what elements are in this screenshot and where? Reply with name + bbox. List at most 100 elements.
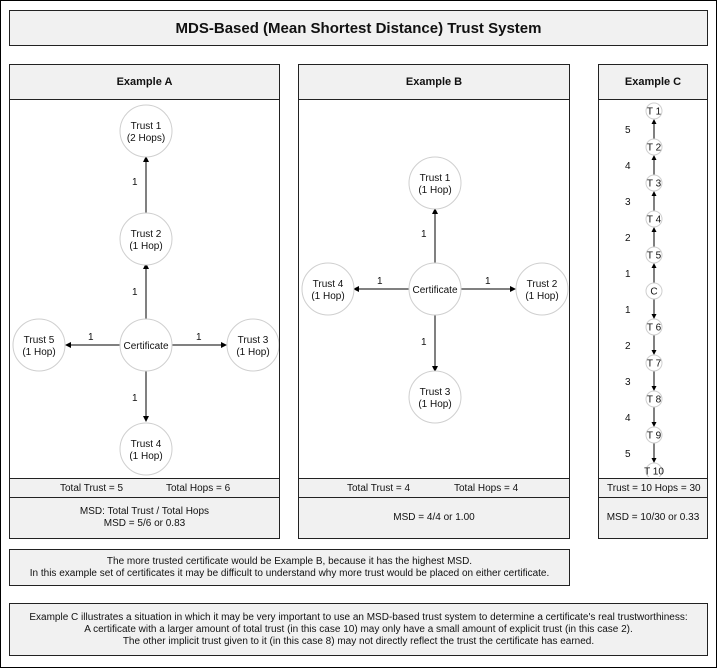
example-c-msd: MSD = 10/30 or 0.33 (599, 497, 707, 538)
svg-text:Certificate: Certificate (123, 341, 168, 352)
svg-text:Trust 4: Trust 4 (131, 439, 162, 450)
example-c-stats: Trust = 10 Hops = 30 (599, 478, 707, 498)
node-c-t2: T 2 (645, 138, 663, 156)
node-a-certificate: Certificate (119, 318, 173, 372)
explanation-line-2: A certificate with a larger amount of to… (84, 623, 633, 635)
weight-c-7: 3 (625, 377, 631, 388)
svg-text:T 5: T 5 (647, 251, 662, 262)
weight-c-9: 5 (625, 449, 631, 460)
node-a-trust2: Trust 2 (1 Hop) (119, 212, 173, 266)
weight-b-c-t2: 1 (485, 276, 491, 287)
example-a-diagram: 1 1 1 1 1 Trust 1 (2 Hops) Trust 2 (1 Ho… (12, 104, 279, 476)
node-a-trust4: Trust 4 (1 Hop) (119, 422, 173, 476)
node-c-t10: T 10 (644, 462, 664, 478)
example-a-stats: Total Trust = 5 Total Hops = 6 (10, 478, 279, 498)
node-c-t4: T 4 (645, 210, 663, 228)
svg-text:Certificate: Certificate (412, 285, 457, 296)
weight-c-4: 1 (625, 269, 631, 280)
svg-text:T 10: T 10 (644, 467, 664, 478)
weight-b-c-t4: 1 (377, 276, 383, 287)
svg-text:T 3: T 3 (647, 179, 662, 190)
node-b-certificate: Certificate (408, 262, 462, 316)
svg-text:T 8: T 8 (647, 395, 662, 406)
weight-a-c-t5: 1 (88, 332, 94, 343)
example-b-header: Example B (299, 65, 569, 100)
node-b-trust3: Trust 3 (1 Hop) (408, 370, 462, 424)
svg-text:(1 Hop): (1 Hop) (236, 347, 269, 358)
node-a-trust3: Trust 3 (1 Hop) (226, 318, 279, 372)
conclusion-line-1: The more trusted certificate would be Ex… (106, 555, 473, 567)
node-c-t8: T 8 (645, 390, 663, 408)
example-a-msd-value: MSD = 5/6 or 0.83 (103, 518, 186, 529)
example-c-header: Example C (599, 65, 707, 100)
weight-b-c-t3: 1 (421, 337, 427, 348)
explanation-line-3: The other implicit trust given to it (in… (122, 635, 595, 647)
svg-text:(1 Hop): (1 Hop) (525, 291, 558, 302)
node-c-t5: T 5 (645, 246, 663, 264)
example-b-diagram: 1 1 1 1 Trust 1 (1 Hop) Certificate Trus… (301, 156, 569, 424)
svg-text:T 2: T 2 (647, 143, 662, 154)
svg-text:Trust 3: Trust 3 (420, 387, 451, 398)
example-b-msd: MSD = 4/4 or 1.00 (299, 497, 569, 538)
weight-c-3: 2 (625, 233, 631, 244)
node-c-t9: T 9 (645, 426, 663, 444)
node-a-trust1: Trust 1 (2 Hops) (119, 104, 173, 158)
node-c-t7: T 7 (645, 354, 663, 372)
example-c-msd-value: MSD = 10/30 or 0.33 (606, 512, 700, 523)
example-b-msd-value: MSD = 4/4 or 1.00 (393, 512, 475, 523)
svg-text:(1 Hop): (1 Hop) (129, 241, 162, 252)
explanation-line-1: Example C illustrates a situation in whi… (29, 611, 688, 623)
svg-text:(2 Hops): (2 Hops) (127, 133, 165, 144)
svg-text:Trust 5: Trust 5 (24, 335, 55, 346)
example-a-header: Example A (10, 65, 279, 100)
example-a-msd: MSD: Total Trust / Total Hops MSD = 5/6 … (10, 497, 279, 538)
svg-text:T 6: T 6 (647, 323, 662, 334)
svg-text:T 1: T 1 (647, 107, 662, 118)
svg-text:Trust 2: Trust 2 (527, 279, 558, 290)
example-a-total-hops: Total Hops = 6 (166, 483, 231, 494)
conclusion-note: The more trusted certificate would be Ex… (9, 549, 570, 586)
svg-text:T 7: T 7 (647, 359, 662, 370)
conclusion-line-2: In this example set of certificates it m… (29, 567, 550, 579)
weight-c-2: 3 (625, 197, 631, 208)
weight-b-c-t1: 1 (421, 229, 427, 240)
node-a-trust5: Trust 5 (1 Hop) (12, 318, 66, 372)
example-b-stats: Total Trust = 4 Total Hops = 4 (299, 478, 569, 498)
svg-text:(1 Hop): (1 Hop) (311, 291, 344, 302)
weight-a-c-t3: 1 (196, 332, 202, 343)
weight-a-c-t4: 1 (132, 393, 138, 404)
svg-text:(1 Hop): (1 Hop) (22, 347, 55, 358)
page-title: MDS-Based (Mean Shortest Distance) Trust… (9, 10, 708, 46)
page-title-text: MDS-Based (Mean Shortest Distance) Trust… (175, 19, 542, 37)
example-a-total-trust: Total Trust = 5 (60, 483, 124, 494)
example-b-total-trust: Total Trust = 4 (347, 483, 411, 494)
weight-c-6: 2 (625, 341, 631, 352)
svg-text:T 4: T 4 (647, 215, 662, 226)
weight-c-5: 1 (625, 305, 631, 316)
example-c-stat-text: Trust = 10 Hops = 30 (607, 483, 701, 494)
explanation-note: Example C illustrates a situation in whi… (9, 603, 708, 656)
example-a-panel: Example A 1 1 1 1 1 Trust 1 (2 Hops) Tru… (9, 64, 280, 539)
svg-text:(1 Hop): (1 Hop) (129, 451, 162, 462)
node-c-t3: T 3 (645, 174, 663, 192)
svg-text:Trust 1: Trust 1 (420, 173, 451, 184)
svg-text:(1 Hop): (1 Hop) (418, 185, 451, 196)
node-c-t1: T 1 (645, 102, 663, 120)
svg-text:(1 Hop): (1 Hop) (418, 399, 451, 410)
svg-text:C: C (650, 287, 657, 298)
svg-text:Trust 4: Trust 4 (313, 279, 344, 290)
example-a-msd-formula: MSD: Total Trust / Total Hops (79, 506, 210, 517)
svg-text:Trust 3: Trust 3 (238, 335, 269, 346)
weight-c-8: 4 (625, 413, 631, 424)
node-b-trust4: Trust 4 (1 Hop) (301, 262, 355, 316)
example-b-panel: Example B 1 1 1 1 Trust 1 (1 Hop) Certif… (298, 64, 570, 539)
svg-text:Trust 2: Trust 2 (131, 229, 162, 240)
node-c-t6: T 6 (645, 318, 663, 336)
weight-c-0: 5 (625, 125, 631, 136)
weight-a-t2-t1: 1 (132, 177, 138, 188)
node-c-certificate: C (645, 282, 663, 300)
svg-text:Trust 1: Trust 1 (131, 121, 162, 132)
node-b-trust1: Trust 1 (1 Hop) (408, 156, 462, 210)
